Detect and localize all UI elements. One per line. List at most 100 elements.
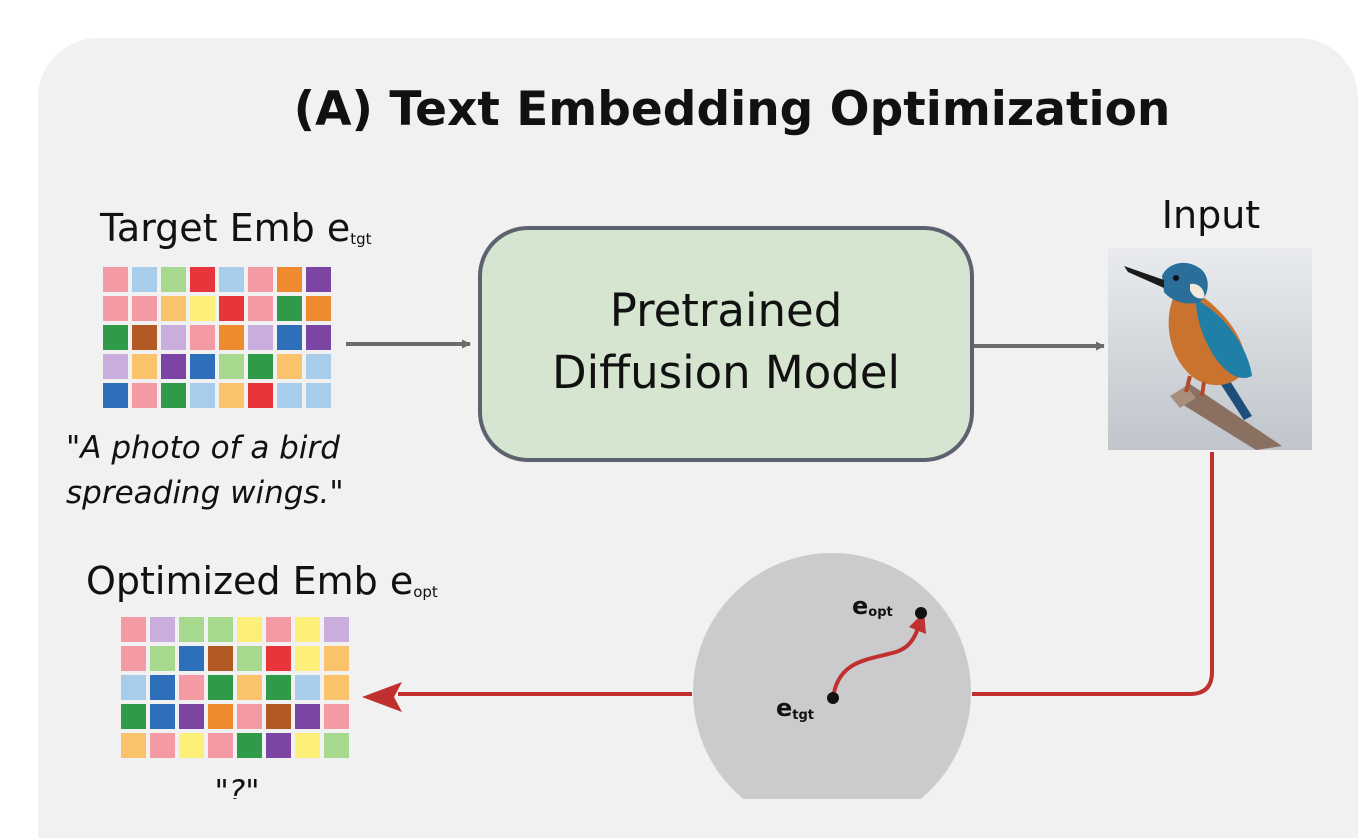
target-emb-cell xyxy=(219,383,244,408)
target-emb-cell xyxy=(103,267,128,292)
target-emb-grid xyxy=(103,267,331,408)
optimized-emb-cell xyxy=(208,646,233,671)
optimized-emb-cell xyxy=(237,675,262,700)
optimized-emb-cell xyxy=(208,617,233,642)
target-emb-cell xyxy=(190,325,215,350)
optimized-emb-cell xyxy=(208,675,233,700)
target-emb-cell xyxy=(219,267,244,292)
target-emb-cell xyxy=(306,383,331,408)
optimized-emb-cell xyxy=(179,733,204,758)
optimized-emb-cell xyxy=(266,704,291,729)
optimized-emb-cell xyxy=(150,704,175,729)
target-emb-cell xyxy=(277,383,302,408)
target-emb-cell xyxy=(132,383,157,408)
optimized-emb-cell xyxy=(121,704,146,729)
diagram-canvas: (A) Text Embedding Optimization Target E… xyxy=(66,82,1312,799)
target-emb-cell xyxy=(306,296,331,321)
optimized-emb-cell xyxy=(208,704,233,729)
optimized-emb-cell xyxy=(295,646,320,671)
optimized-emb-cell xyxy=(295,675,320,700)
optimized-emb-cell xyxy=(150,733,175,758)
optimized-emb-cell xyxy=(324,617,349,642)
target-emb-cell xyxy=(277,267,302,292)
target-emb-cell xyxy=(103,354,128,379)
feedback-line xyxy=(972,452,1214,696)
target-emb-cell xyxy=(219,354,244,379)
optimized-emb-cell xyxy=(266,733,291,758)
input-bird-image xyxy=(1108,248,1312,450)
target-emb-cell xyxy=(248,383,273,408)
optimized-caption: "?" xyxy=(215,774,260,799)
target-emb-cell xyxy=(132,267,157,292)
optimized-emb-cell xyxy=(324,675,349,700)
optimized-emb-cell xyxy=(150,646,175,671)
optimized-emb-cell xyxy=(121,675,146,700)
target-emb-cell xyxy=(306,325,331,350)
optimized-emb-cell xyxy=(150,617,175,642)
target-emb-cell xyxy=(190,383,215,408)
target-emb-cell xyxy=(103,383,128,408)
optimized-emb-cell xyxy=(179,646,204,671)
target-emb-cell xyxy=(248,267,273,292)
target-emb-cell xyxy=(306,354,331,379)
optimized-emb-cell xyxy=(208,733,233,758)
optimized-emb-cell xyxy=(266,646,291,671)
e-opt-label: eopt xyxy=(852,592,893,620)
optimized-emb-cell xyxy=(324,646,349,671)
target-emb-cell xyxy=(190,296,215,321)
target-emb-cell xyxy=(161,325,186,350)
optimized-emb-cell xyxy=(324,733,349,758)
optimized-emb-cell xyxy=(295,704,320,729)
target-caption-line1: "A photo of a bird xyxy=(66,430,340,466)
optimized-emb-cell xyxy=(121,646,146,671)
embedding-space-circle xyxy=(693,553,971,799)
target-emb-cell xyxy=(132,325,157,350)
target-emb-cell xyxy=(132,354,157,379)
model-label-line2: Diffusion Model xyxy=(552,346,900,399)
target-emb-label: Target Emb etgt xyxy=(99,206,372,250)
diagram-title: (A) Text Embedding Optimization xyxy=(294,82,1171,137)
optimized-emb-cell xyxy=(237,617,262,642)
target-emb-cell xyxy=(103,325,128,350)
target-emb-cell xyxy=(103,296,128,321)
optimized-emb-label: Optimized Emb eopt xyxy=(86,559,438,603)
optimized-emb-cell xyxy=(179,617,204,642)
optimized-emb-cell xyxy=(237,704,262,729)
optimized-emb-cell xyxy=(237,646,262,671)
optimized-emb-cell xyxy=(237,733,262,758)
target-emb-cell xyxy=(277,354,302,379)
optimized-emb-cell xyxy=(266,675,291,700)
optimized-emb-cell xyxy=(150,675,175,700)
model-label-line1: Pretrained xyxy=(610,284,843,337)
e-opt-point xyxy=(915,607,927,619)
target-emb-cell xyxy=(277,296,302,321)
target-emb-cell xyxy=(161,267,186,292)
target-emb-cell xyxy=(161,354,186,379)
pretrained-diffusion-model-box xyxy=(478,226,974,462)
target-emb-cell xyxy=(161,383,186,408)
target-emb-cell xyxy=(132,296,157,321)
input-label: Input xyxy=(1162,193,1260,237)
target-emb-cell xyxy=(190,267,215,292)
optimized-emb-cell xyxy=(295,617,320,642)
target-emb-cell xyxy=(248,325,273,350)
target-emb-cell xyxy=(248,296,273,321)
target-emb-cell xyxy=(219,296,244,321)
optimized-emb-cell xyxy=(121,617,146,642)
optimization-trajectory xyxy=(831,627,920,699)
optimized-emb-cell xyxy=(324,704,349,729)
optimized-emb-cell xyxy=(179,675,204,700)
target-emb-cell xyxy=(277,325,302,350)
optimized-emb-cell xyxy=(295,733,320,758)
target-caption-line2: spreading wings." xyxy=(66,475,344,511)
e-tgt-label: etgt xyxy=(776,694,814,723)
optimized-emb-cell xyxy=(266,617,291,642)
optimized-emb-cell xyxy=(179,704,204,729)
target-emb-cell xyxy=(190,354,215,379)
target-emb-cell xyxy=(306,267,331,292)
target-emb-cell xyxy=(248,354,273,379)
optimized-emb-cell xyxy=(121,733,146,758)
target-emb-cell xyxy=(161,296,186,321)
e-tgt-point xyxy=(827,692,839,704)
optimized-emb-grid xyxy=(121,617,349,758)
